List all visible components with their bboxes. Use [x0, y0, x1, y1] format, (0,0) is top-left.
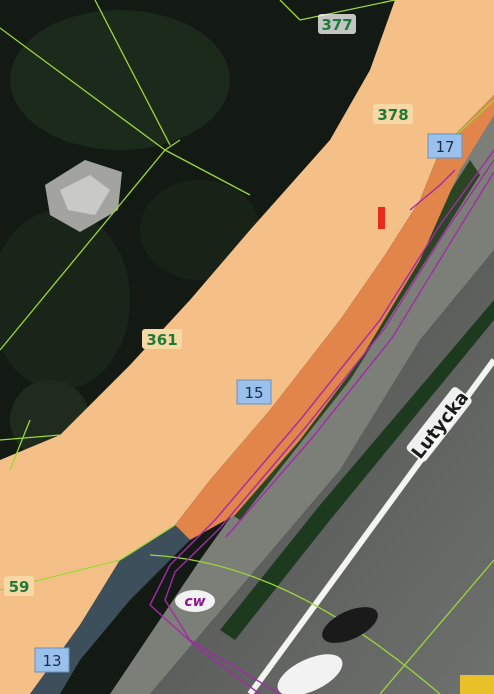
parcel-label-378[interactable]: 378 [373, 104, 413, 124]
parcel-label-59[interactable]: 59 [4, 576, 34, 596]
yellow-object [460, 675, 494, 694]
house-number-17[interactable]: 17 [427, 133, 463, 159]
parcel-label-361[interactable]: 361 [142, 329, 182, 349]
parcel-number: 59 [9, 578, 30, 596]
house-number: 17 [435, 138, 454, 156]
car [322, 607, 378, 643]
parcel-label-377[interactable]: 377 [318, 14, 356, 34]
house-number: 13 [42, 652, 61, 670]
parcel-number: 361 [146, 331, 177, 349]
hedge-row [220, 300, 494, 640]
car [277, 654, 343, 694]
utility-lines [149, 149, 494, 694]
house-number-13[interactable]: 13 [34, 647, 70, 673]
parcel-number: 377 [321, 16, 352, 34]
utility-type: cw [184, 594, 205, 610]
building-footprint[interactable] [175, 95, 494, 540]
house-number: 15 [244, 384, 263, 402]
aerial-rubble-shadow [60, 175, 110, 215]
road-surface [150, 250, 494, 694]
utility-label-cw[interactable]: cw [175, 590, 215, 612]
parcel-number: 378 [377, 106, 408, 124]
survey-marker[interactable] [378, 207, 385, 229]
tree-canopy [10, 10, 230, 150]
tree-canopy [0, 210, 130, 390]
parcel-lower-strip [30, 525, 190, 694]
house-number-15[interactable]: 15 [236, 379, 272, 405]
